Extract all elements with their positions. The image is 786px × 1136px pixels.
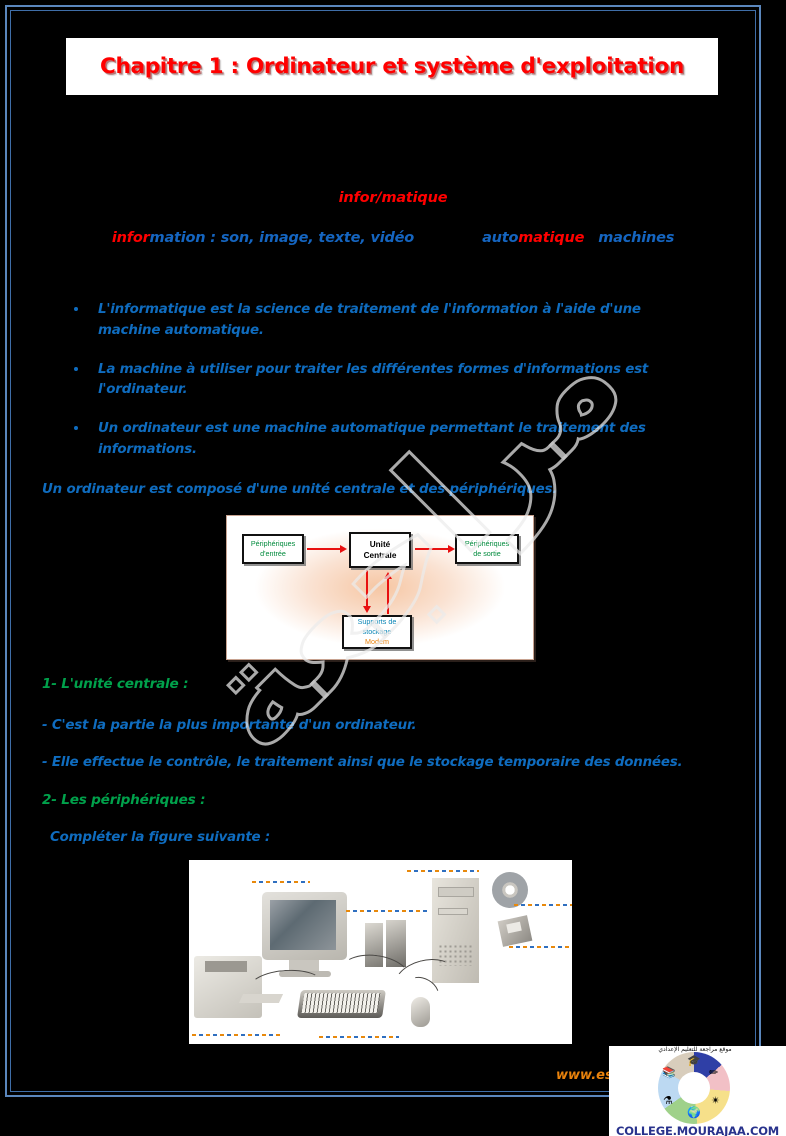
arrow-storage-to-cpu-line xyxy=(387,578,389,614)
pencil-icon: ✏ xyxy=(709,1067,719,1079)
blank-label-line xyxy=(346,910,430,912)
def-machines: machines xyxy=(598,230,675,246)
blank-label-line xyxy=(407,870,479,872)
list-item: L'informatique est la science de traitem… xyxy=(64,300,704,342)
heading-central-unit: 1- L'unité centrale : xyxy=(42,676,189,692)
arrow-input-to-cpu-line xyxy=(307,548,341,550)
cpu-box-line2: Centrale xyxy=(363,551,397,560)
word-part-infor: infor xyxy=(338,190,377,206)
arrow-input-to-cpu-head xyxy=(340,545,347,553)
arrow-storage-to-cpu-head xyxy=(384,572,392,579)
central-unit-line-2: - Elle effectue le contrôle, le traiteme… xyxy=(42,755,683,770)
arrow-cpu-to-output-head xyxy=(448,545,455,553)
word-separator: / xyxy=(376,190,382,206)
monitor-base-graphic xyxy=(279,971,331,977)
etymology-definition: information : son, image, texte, vidéo au… xyxy=(0,230,786,246)
input-box-line2: d'entrée xyxy=(260,549,286,558)
diagram-box-storage: Supports de stockage Modem xyxy=(342,615,412,649)
cd-disc-graphic xyxy=(492,872,528,908)
logo-caption: COLLEGE.MOURAJAA.COM xyxy=(615,1124,780,1136)
arrow-cpu-to-storage-line xyxy=(366,570,368,608)
diagram-box-central-unit: Unité Centrale xyxy=(349,532,411,568)
speaker-left-graphic xyxy=(365,923,383,967)
central-unit-line-1: - C'est la partie la plus importante d'u… xyxy=(42,718,417,733)
monitor-stand-graphic xyxy=(289,960,319,973)
input-box-line1: Périphériques xyxy=(250,539,296,549)
def-matique: matique xyxy=(518,230,585,246)
complete-figure-instruction: Compléter la figure suivante : xyxy=(50,830,271,845)
output-box-line2: de sortie xyxy=(473,549,501,558)
list-item: Un ordinateur est une machine automatiqu… xyxy=(64,419,704,461)
def-infor: infor xyxy=(111,230,150,246)
printer-tray-graphic xyxy=(205,961,247,972)
blank-label-line xyxy=(509,946,569,948)
blank-label-line xyxy=(192,1034,280,1036)
cd-drive-graphic xyxy=(438,887,474,897)
etymology-word: infor/matique xyxy=(0,190,786,206)
site-logo: موقع مراجعة للتعليم الإعدادي 🎓 ✏ ✴ 🌍 ⚗ 📚… xyxy=(609,1046,786,1136)
computer-architecture-diagram: Périphériques d'entrée Unité Centrale Pé… xyxy=(226,515,534,660)
logo-donut-hole xyxy=(678,1072,710,1104)
page-title: Chapitre 1 : Ordinateur et système d'exp… xyxy=(100,54,684,79)
arrow-cpu-to-storage-head xyxy=(363,606,371,613)
def-information-rest: mation : son, image, texte, vidéo xyxy=(149,230,415,246)
heading-peripherals: 2- Les périphériques : xyxy=(42,792,206,808)
definition-bullet-list: L'informatique est la science de traitem… xyxy=(64,300,704,479)
tower-vent-graphic xyxy=(438,944,474,966)
list-item: La machine à utiliser pour traiter les d… xyxy=(64,360,704,402)
def-auto: auto xyxy=(482,230,519,246)
globe-icon: 🌍 xyxy=(687,1107,701,1119)
floppy-drive-graphic xyxy=(438,908,468,915)
diagram-box-input-devices: Périphériques d'entrée xyxy=(242,534,304,564)
output-box-line1: Périphériques xyxy=(464,539,510,549)
books-icon: 📚 xyxy=(662,1067,676,1079)
computer-hardware-figure xyxy=(189,860,572,1044)
storage-box-line2: stockage xyxy=(362,627,392,637)
composition-sentence: Un ordinateur est composé d'une unité ce… xyxy=(42,482,558,497)
arrow-cpu-to-output-line xyxy=(415,548,449,550)
graduation-cap-icon: 🎓 xyxy=(687,1055,701,1067)
word-part-matique: matique xyxy=(381,190,448,206)
blank-label-line xyxy=(252,881,310,883)
atom-icon: ✴ xyxy=(711,1095,721,1107)
speaker-right-graphic xyxy=(386,920,406,967)
page-border-outer xyxy=(5,5,761,1097)
blank-label-line xyxy=(319,1036,399,1038)
logo-arabic-arc-text: موقع مراجعة للتعليم الإعدادي xyxy=(658,1046,732,1053)
chapter-title-box: Chapitre 1 : Ordinateur et système d'exp… xyxy=(66,38,718,95)
blank-label-line xyxy=(514,904,572,906)
storage-box-modem: Modem xyxy=(365,636,389,646)
flask-icon: ⚗ xyxy=(663,1095,673,1107)
mouse-graphic xyxy=(411,997,430,1027)
page-border-inner xyxy=(10,10,756,1092)
storage-box-line1: Supports de xyxy=(357,617,397,627)
monitor-screen-graphic xyxy=(270,900,336,950)
diagram-box-output-devices: Périphériques de sortie xyxy=(455,534,519,564)
cpu-box-line1: Unité xyxy=(369,539,391,549)
